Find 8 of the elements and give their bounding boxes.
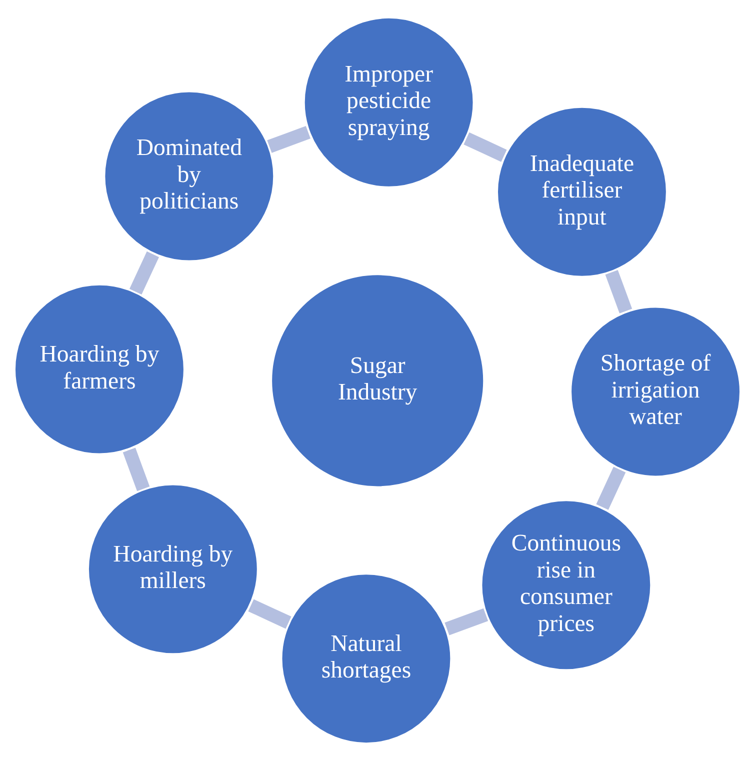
connector	[129, 250, 159, 294]
connector	[248, 598, 292, 628]
connector	[596, 466, 626, 510]
connector	[605, 269, 632, 313]
connector	[267, 125, 310, 152]
connector	[122, 447, 150, 491]
connector	[444, 608, 488, 635]
connector	[464, 132, 507, 162]
